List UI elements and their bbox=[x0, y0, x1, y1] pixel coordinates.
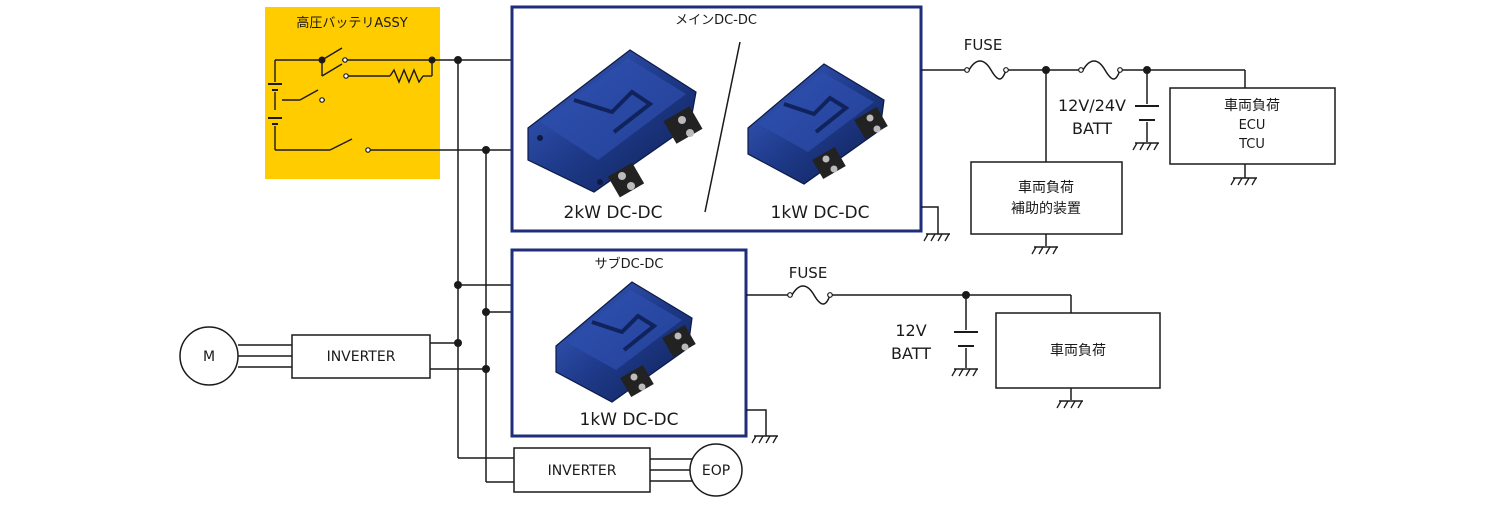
upper-fuse-1-symbol bbox=[968, 60, 1007, 80]
dcdc-module-1kw-main-image bbox=[747, 63, 888, 185]
load-ecu-line2: ECU bbox=[1239, 118, 1266, 133]
inverter-eop: INVERTER bbox=[513, 447, 651, 493]
battery-assy: 高圧バッテリASSY bbox=[265, 7, 440, 179]
main-dcdc: メインDC-DC 2kW DC-DC bbox=[510, 5, 923, 233]
lower-fuse-symbol bbox=[791, 285, 831, 305]
lower-batt-label-line2: BATT bbox=[891, 344, 931, 363]
inverter-eop-box bbox=[513, 447, 651, 493]
dcdc-module-2kw-image bbox=[527, 49, 703, 198]
load-lower-ground bbox=[1056, 400, 1084, 409]
upper-batt-label-line2: BATT bbox=[1072, 119, 1112, 138]
load-aux: 車両負荷 補助的装置 bbox=[970, 161, 1123, 235]
load-aux-ground bbox=[1031, 246, 1059, 255]
lower-wiring bbox=[746, 285, 1072, 400]
upper-batt-ground bbox=[1132, 142, 1160, 151]
motor: M bbox=[179, 326, 239, 386]
load-aux-line2: 補助的装置 bbox=[1011, 201, 1081, 217]
battery-assy-title: 高圧バッテリASSY bbox=[296, 15, 407, 31]
motor-circle bbox=[179, 326, 239, 386]
lower-circuit: FUSE 12V BATT 車両負荷 bbox=[746, 264, 1161, 409]
battery-contacts bbox=[319, 57, 371, 153]
lower-batt-ground bbox=[951, 368, 979, 377]
load-ecu: 車両負荷 ECU TCU bbox=[1169, 87, 1336, 165]
motor-label: M bbox=[203, 349, 215, 365]
load-aux-line1: 車両負荷 bbox=[1018, 179, 1074, 196]
load-ecu-line1: 車両負荷 bbox=[1224, 97, 1280, 114]
battery-assy-box bbox=[265, 7, 440, 179]
inverter-main-label: INVERTER bbox=[327, 349, 396, 365]
divider-slash bbox=[704, 41, 741, 213]
dcdc-module-1kw-sub-image bbox=[555, 281, 696, 403]
lower-fuse-label: FUSE bbox=[789, 264, 828, 282]
upper-batt-label-line1: 12V/24V bbox=[1058, 96, 1126, 115]
inverter-main-box bbox=[291, 334, 431, 379]
load-lower: 車両負荷 bbox=[995, 312, 1161, 389]
upper-circuit: FUSE 12V/24V BATT 車両負荷 補助的装置 車両負荷 ECU TC… bbox=[921, 36, 1336, 255]
lower-batt-label-line1: 12V bbox=[895, 321, 926, 340]
load-ecu-line3: TCU bbox=[1238, 137, 1265, 152]
load-lower-line1: 車両負荷 bbox=[1050, 342, 1106, 359]
eop-label: EOP bbox=[702, 463, 730, 479]
dcdc-1kw-sub-label: 1kW DC-DC bbox=[580, 410, 679, 430]
upper-wiring bbox=[921, 60, 1246, 246]
upper-fuse-label: FUSE bbox=[964, 36, 1003, 54]
upper-fuse-2-symbol bbox=[1082, 60, 1121, 80]
inverter-main: INVERTER bbox=[291, 334, 431, 379]
eop: EOP bbox=[689, 443, 743, 497]
dcdc-1kw-main-label: 1kW DC-DC bbox=[771, 203, 870, 223]
load-ecu-ground bbox=[1230, 177, 1258, 186]
hv-bus-nodes bbox=[454, 56, 490, 373]
main-dcdc-ground bbox=[921, 206, 951, 242]
battery-internal-circuit bbox=[268, 47, 440, 151]
sub-dcdc-ground bbox=[746, 409, 779, 444]
dcdc-2kw-label: 2kW DC-DC bbox=[564, 203, 663, 223]
inverter-eop-label: INVERTER bbox=[548, 463, 617, 479]
main-dcdc-title: メインDC-DC bbox=[675, 13, 757, 28]
sub-dcdc-title: サブDC-DC bbox=[595, 256, 664, 272]
eop-circle bbox=[689, 443, 743, 497]
sub-dcdc: サブDC-DC 1kW DC-DC bbox=[510, 248, 748, 438]
